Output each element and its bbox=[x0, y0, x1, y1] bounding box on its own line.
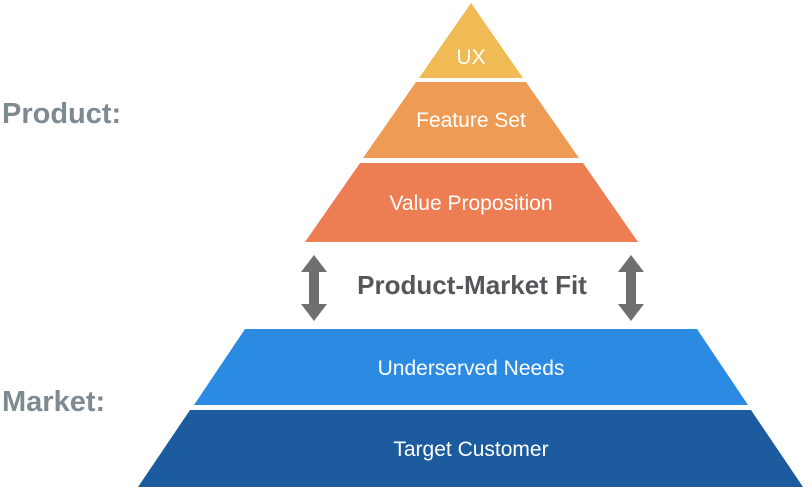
fit-band: Product-Market Fit bbox=[301, 255, 644, 321]
market-layer-underserved-needs bbox=[194, 329, 748, 405]
up-down-arrow-icon-right bbox=[618, 255, 644, 321]
market-section-label: Market: bbox=[2, 386, 105, 418]
product-layer-value-proposition-label: Value Proposition bbox=[389, 192, 552, 215]
product-layer-feature-set-label: Feature Set bbox=[416, 109, 526, 132]
market-layer-target-customer bbox=[138, 410, 803, 487]
product-layer-value-proposition bbox=[305, 163, 638, 242]
product-market-fit-label: Product-Market Fit bbox=[357, 270, 587, 300]
up-down-arrow-icon-left bbox=[301, 255, 327, 321]
product-layer-ux bbox=[419, 3, 523, 78]
product-pyramid: UX Feature Set Value Proposition bbox=[305, 3, 638, 242]
product-layer-feature-set bbox=[363, 82, 579, 158]
market-layer-underserved-needs-label: Underserved Needs bbox=[378, 357, 565, 380]
product-section-label: Product: bbox=[2, 98, 121, 130]
market-layer-target-customer-label: Target Customer bbox=[393, 438, 548, 461]
market-pyramid: Underserved Needs Target Customer bbox=[138, 329, 803, 487]
product-layer-ux-label: UX bbox=[456, 46, 485, 69]
